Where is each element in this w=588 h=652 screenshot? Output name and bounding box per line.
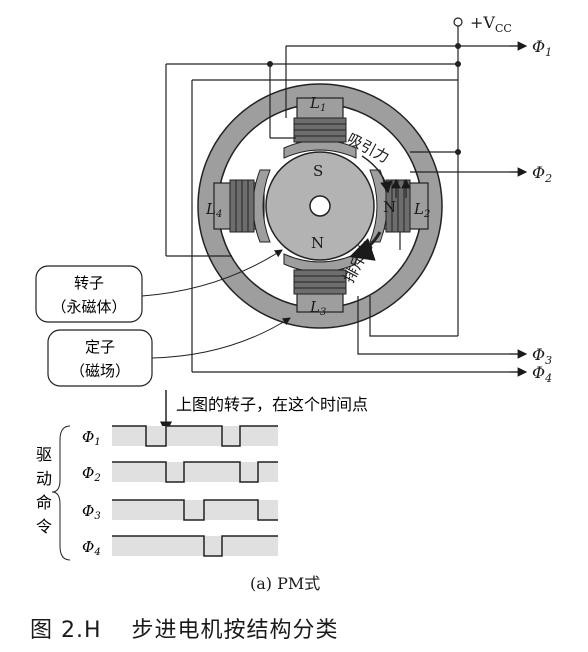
phi1-label: Φ1: [532, 37, 552, 59]
vcc-label: +VCC: [470, 13, 512, 35]
figure-number: 图 2.H: [30, 618, 102, 643]
stator-n-label: N: [383, 198, 396, 216]
phi3-label: Φ3: [532, 345, 552, 367]
rotor: [265, 151, 375, 261]
rotor-s-label: S: [313, 162, 323, 180]
terminal-arrows: [510, 41, 528, 377]
svg-text:令: 令: [36, 517, 52, 536]
waveform-2: Φ2: [82, 461, 278, 484]
junctions: [267, 43, 461, 155]
subcaption: (a) PM式: [250, 574, 321, 593]
waveform-4: Φ4: [82, 535, 278, 558]
svg-text:Φ2: Φ2: [82, 464, 101, 484]
wiring: [165, 17, 520, 373]
stepper-motor-diagram: +VCC Φ1 Φ2 Φ3 Φ4 L1 L2 L3 L4 S N N 吸引力 排…: [35, 13, 552, 561]
rotor-callout-line1: 转子: [74, 274, 104, 292]
figure-title: 步进电机按结构分类: [131, 618, 339, 643]
phi2-label: Φ2: [532, 163, 552, 185]
svg-text:驱: 驱: [36, 445, 52, 464]
svg-text:Φ3: Φ3: [82, 502, 101, 522]
force-arrows: [349, 155, 411, 261]
svg-text:命: 命: [36, 493, 52, 512]
rotor-n-label: N: [311, 234, 324, 252]
coil-l3-label: L3: [309, 298, 326, 318]
coil-l4: [229, 179, 255, 233]
rotor-callout: 转子 （永磁体）: [35, 249, 283, 323]
phi4-label: Φ4: [532, 363, 552, 385]
svg-text:Φ1: Φ1: [82, 428, 101, 448]
coil-l4-label: L4: [205, 200, 222, 220]
coil-l2-label: L2: [413, 200, 430, 220]
timepoint-note: 上图的转子，在这个时间点: [176, 395, 368, 414]
stator-callout: 定子 （磁场）: [47, 317, 291, 387]
coil-l3: [293, 269, 347, 295]
drive-command-label: 驱 动 命 令: [36, 445, 52, 536]
coils: [229, 117, 411, 295]
waveform-3: Φ3: [82, 499, 278, 522]
waveform-1: Φ1: [82, 425, 278, 448]
coil-l1-label: L1: [309, 94, 326, 114]
timing-diagram: 上图的转子，在这个时间点 驱 动 命 令 Φ1 Φ2 Φ3 Φ4: [36, 390, 368, 561]
figure-caption: 图 2.H 步进电机按结构分类: [30, 612, 339, 644]
svg-text:Φ4: Φ4: [82, 538, 101, 558]
stator-callout-line1: 定子: [85, 338, 115, 356]
coil-l1: [293, 117, 347, 143]
svg-text:动: 动: [36, 469, 52, 488]
rotor-callout-line2: （永磁体）: [51, 298, 126, 316]
stator-callout-line2: （磁场）: [70, 362, 130, 380]
